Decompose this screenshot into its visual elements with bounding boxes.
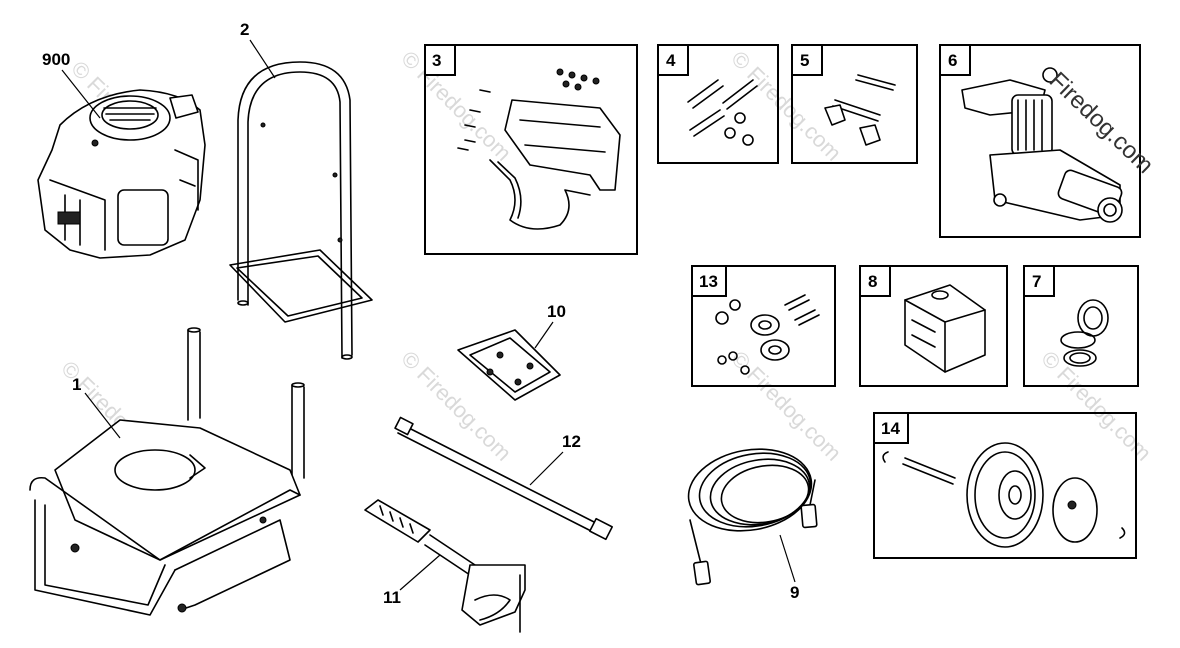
- watermark: © Firedog.com: [726, 346, 846, 466]
- box-frame: [691, 265, 836, 387]
- part-label-6: 6: [948, 51, 957, 70]
- hose-part[interactable]: [682, 440, 818, 586]
- leader-line: [779, 534, 796, 583]
- part-label-900: 900: [42, 50, 70, 69]
- box-frame: [424, 44, 638, 255]
- box-frame: [939, 44, 1141, 238]
- part-box-4[interactable]: [657, 44, 779, 164]
- leader-line: [534, 321, 554, 349]
- part-label-3: 3: [432, 51, 441, 70]
- part-box-14[interactable]: [873, 412, 1137, 559]
- part-label-11: 11: [383, 588, 401, 607]
- spray-gun-part[interactable]: [364, 499, 526, 633]
- part-label-2: 2: [240, 20, 249, 39]
- part-box-3[interactable]: [424, 44, 638, 255]
- box-tab: [424, 44, 456, 76]
- box-tab: [1023, 265, 1055, 297]
- watermark: © Firedog.com: [396, 46, 516, 166]
- part-label-14: 14: [881, 419, 900, 438]
- part-label-9: 9: [790, 583, 799, 602]
- part-label-7: 7: [1032, 272, 1041, 291]
- box-frame: [1023, 265, 1139, 387]
- engine-part[interactable]: [37, 89, 206, 259]
- watermark: © Firedog.com: [726, 46, 846, 166]
- fittings-bag-part[interactable]: [457, 329, 561, 401]
- leader-line: [529, 451, 564, 486]
- handle-part[interactable]: [229, 61, 373, 360]
- lance-wand-part[interactable]: [394, 416, 613, 541]
- part-box-13[interactable]: [691, 265, 836, 387]
- box-tab: [859, 265, 891, 297]
- part-label-12: 12: [562, 432, 581, 451]
- box-frame: [859, 265, 1008, 387]
- box-tab: [873, 412, 909, 444]
- part-label-1: 1: [72, 375, 81, 394]
- leader-line: [399, 554, 441, 591]
- box-tab: [657, 44, 689, 76]
- box-tab: [791, 44, 823, 76]
- leader-line: [61, 69, 101, 119]
- frame-part[interactable]: [29, 327, 305, 616]
- box-tab: [939, 44, 971, 76]
- part-box-8[interactable]: [859, 265, 1008, 387]
- part-label-8: 8: [868, 272, 877, 291]
- part-label-13: 13: [699, 272, 718, 291]
- part-box-5[interactable]: [791, 44, 918, 164]
- box-tab: [691, 265, 727, 297]
- part-label-4: 4: [666, 51, 676, 70]
- part-label-10: 10: [547, 302, 566, 321]
- box-frame: [873, 412, 1137, 559]
- part-box-7[interactable]: [1023, 265, 1139, 387]
- leader-line: [84, 392, 121, 439]
- leader-line: [249, 39, 276, 79]
- box-frame: [657, 44, 779, 164]
- box-frame: [791, 44, 918, 164]
- part-box-6[interactable]: [939, 44, 1141, 238]
- part-label-5: 5: [800, 51, 809, 70]
